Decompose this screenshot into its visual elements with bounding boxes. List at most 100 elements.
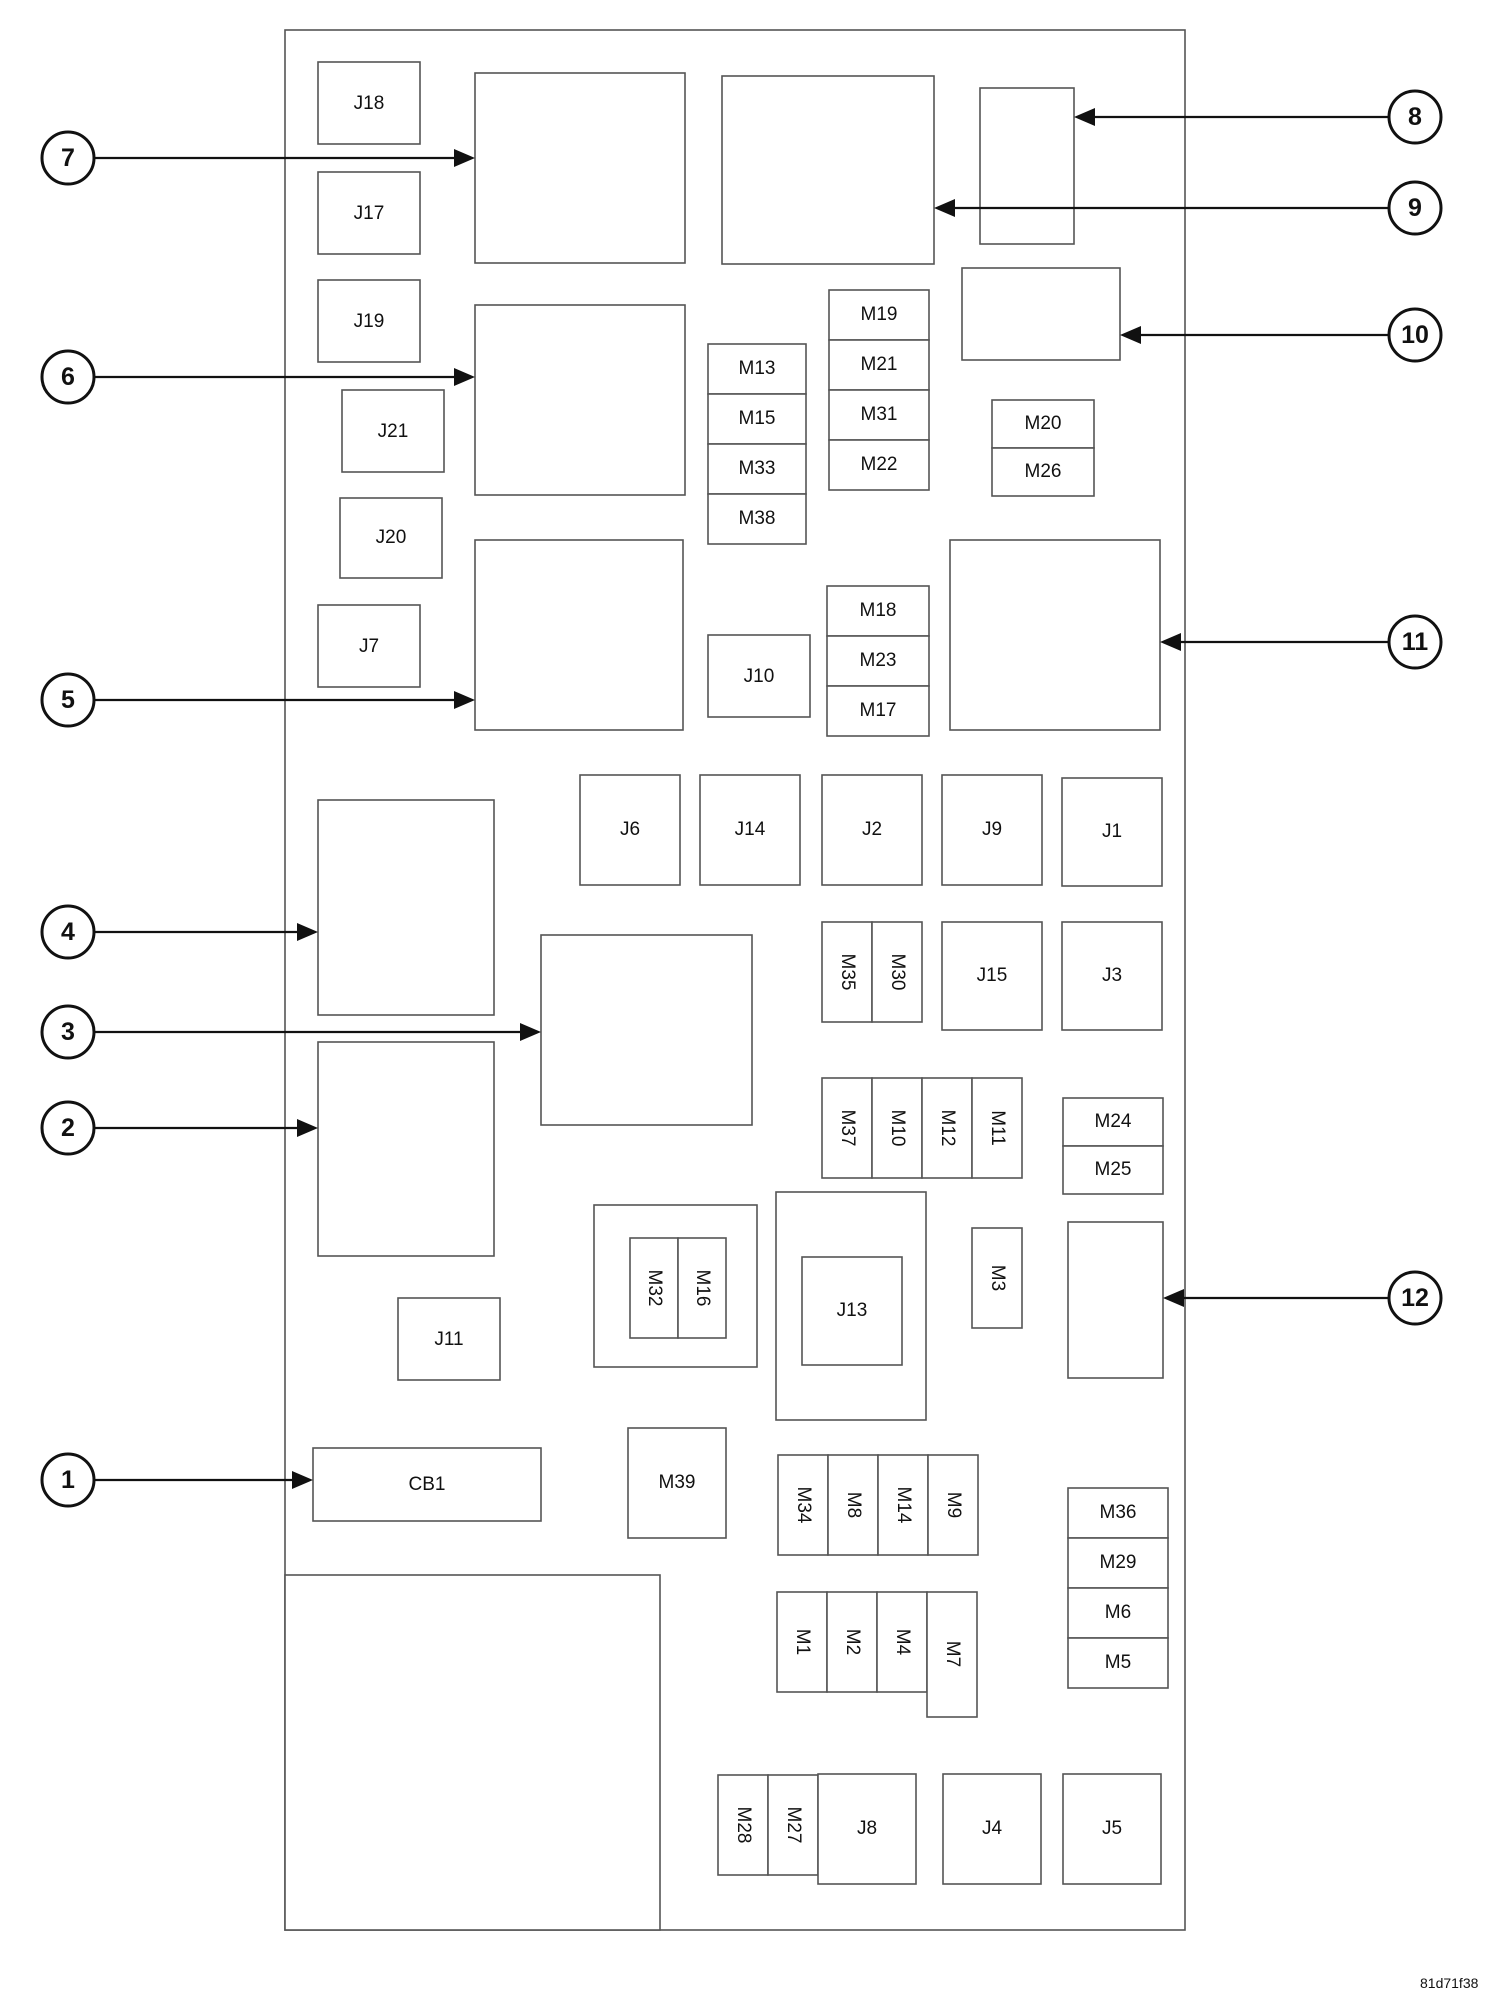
callout-2-circle	[40, 1100, 96, 1156]
fuse-m3	[971, 1227, 1023, 1329]
label-m18: M18	[860, 600, 897, 621]
label-m39: M39	[659, 1472, 696, 1493]
label-m28: M28	[733, 1807, 754, 1844]
relay-7	[474, 72, 686, 264]
fuse-m22	[828, 439, 930, 491]
callout-11-arrowhead	[1160, 633, 1181, 651]
fuse-j8	[817, 1773, 917, 1885]
fuse-j4	[942, 1773, 1042, 1885]
fuse-m14	[877, 1454, 929, 1556]
relay-3	[540, 934, 753, 1126]
callout-12-circle	[1387, 1270, 1443, 1326]
fuse-j2	[821, 774, 923, 886]
label-j11: J11	[434, 1329, 463, 1350]
callout-12-arrowhead	[1163, 1289, 1184, 1307]
label-m17: M17	[860, 700, 897, 721]
fuse-m11	[971, 1077, 1023, 1179]
fuse-m39	[627, 1427, 727, 1539]
lower-left-block	[284, 1574, 661, 1931]
label-m33: M33	[739, 458, 776, 479]
label-m2: M2	[842, 1629, 863, 1655]
label-m32: M32	[644, 1270, 665, 1307]
callout-7-circle	[40, 130, 96, 186]
callout-9-arrowhead	[934, 199, 955, 217]
callout-10-arrowhead	[1120, 326, 1141, 344]
relay-4	[317, 799, 495, 1016]
fuse-m6	[1067, 1587, 1169, 1639]
label-m3: M3	[987, 1265, 1008, 1291]
label-m14: M14	[893, 1487, 914, 1524]
label-m25: M25	[1095, 1159, 1132, 1180]
callout-11-number: 11	[1402, 628, 1429, 656]
label-m38: M38	[739, 508, 776, 529]
label-m15: M15	[739, 408, 776, 429]
relay-8	[979, 87, 1075, 245]
fuse-m35	[821, 921, 873, 1023]
fuse-m26	[991, 447, 1095, 497]
label-j13: J13	[837, 1300, 868, 1321]
callout-7-number: 7	[61, 144, 75, 172]
fuse-j21	[341, 389, 445, 473]
fuse-j13	[801, 1256, 903, 1366]
fuse-m8	[827, 1454, 879, 1556]
label-m11: M11	[987, 1110, 1008, 1146]
label-m13: M13	[739, 358, 776, 379]
label-m31: M31	[861, 404, 898, 425]
label-m6: M6	[1105, 1602, 1131, 1623]
callout-6-arrowhead	[454, 368, 475, 386]
label-m22: M22	[861, 454, 898, 475]
label-m19: M19	[861, 304, 898, 325]
relay-12	[1067, 1221, 1164, 1379]
label-j20: J20	[376, 527, 407, 548]
fuse-j15	[941, 921, 1043, 1031]
fuse-m31	[828, 389, 930, 441]
label-m26: M26	[1025, 461, 1062, 482]
label-m30: M30	[887, 954, 908, 991]
label-j10: J10	[744, 666, 775, 687]
circuit-breaker-cb1	[312, 1447, 542, 1522]
fuse-j3	[1061, 921, 1163, 1031]
label-j7: J7	[359, 636, 379, 657]
fuse-j14	[699, 774, 801, 886]
fuse-j5	[1062, 1773, 1162, 1885]
callout-9-number: 9	[1408, 194, 1422, 222]
fuse-m1	[776, 1591, 828, 1693]
label-m27: M27	[783, 1807, 804, 1844]
label-j14: J14	[735, 819, 766, 840]
fuse-m19	[828, 289, 930, 341]
label-m10: M10	[887, 1110, 908, 1147]
callout-8-circle	[1387, 89, 1443, 145]
fuse-m9	[927, 1454, 979, 1556]
label-m34: M34	[793, 1487, 814, 1524]
relay-11	[949, 539, 1161, 731]
label-m1: M1	[792, 1629, 813, 1655]
label-m12: M12	[937, 1110, 958, 1147]
callout-4-circle	[40, 904, 96, 960]
label-j6: J6	[620, 819, 640, 840]
callout-1-circle	[40, 1452, 96, 1508]
callout-6-number: 6	[61, 363, 75, 391]
label-m5: M5	[1105, 1652, 1131, 1673]
relay-9	[721, 75, 935, 265]
callout-4-number: 4	[61, 918, 75, 946]
label-m9: M9	[943, 1492, 964, 1518]
fuse-j19	[317, 279, 421, 363]
label-m4: M4	[892, 1629, 913, 1656]
callout-2-arrowhead	[297, 1119, 318, 1137]
label-j4: J4	[982, 1818, 1003, 1839]
relay-10	[961, 267, 1121, 361]
label-j9: J9	[982, 819, 1002, 840]
callout-2-number: 2	[61, 1114, 75, 1142]
fuse-m7	[926, 1591, 978, 1718]
label-j19: J19	[354, 311, 385, 332]
fuse-m33	[707, 443, 807, 495]
label-j17: J17	[354, 203, 385, 224]
fuse-m20	[991, 399, 1095, 449]
label-m24: M24	[1095, 1111, 1132, 1132]
fuse-m29	[1067, 1537, 1169, 1589]
label-j2: J2	[862, 819, 882, 840]
callout-10-number: 10	[1401, 321, 1429, 349]
callout-3-circle	[40, 1004, 96, 1060]
callout-7-arrowhead	[454, 149, 475, 167]
callout-5-circle	[40, 672, 96, 728]
